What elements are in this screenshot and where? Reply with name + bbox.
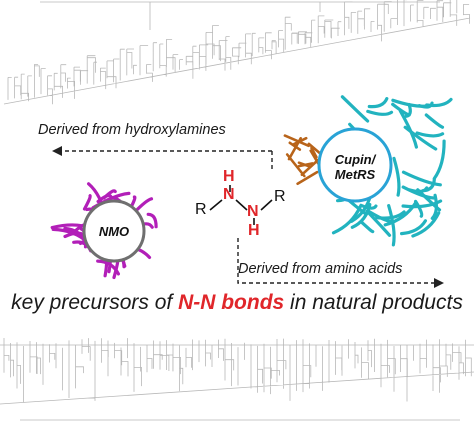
hydroxylamines-label: Derived from hydroxylamines xyxy=(38,122,226,138)
headline-prefix: key precursors of xyxy=(11,291,179,314)
bottom-phylogenetic-tree-icon xyxy=(0,338,474,421)
nmo-protein-icon xyxy=(50,182,158,280)
r-group-right: R xyxy=(274,188,286,205)
headline-highlight: N-N bonds xyxy=(178,291,285,314)
arrowhead-right-icon xyxy=(434,278,444,288)
hydrazine-bonds xyxy=(209,185,273,225)
top-phylogenetic-tree-icon xyxy=(3,0,471,105)
hydrogen-top: H xyxy=(223,168,235,185)
headline-suffix: in natural products xyxy=(284,291,463,314)
amino-acid-arrow xyxy=(237,238,436,284)
r-group-left: R xyxy=(195,201,207,218)
metrs-label-line: MetRS xyxy=(334,167,376,182)
headline: key precursors of N-N bonds in natural p… xyxy=(0,291,474,315)
amino-acids-label: Derived from amino acids xyxy=(238,261,403,277)
cupin-metrs-label: Cupin/ MetRS xyxy=(323,152,387,182)
arrowhead-left-icon xyxy=(52,146,62,156)
cupin-label-line: Cupin/ xyxy=(334,152,376,167)
hydrogen-bottom: H xyxy=(248,222,260,239)
nitrogen-2: N xyxy=(247,203,259,220)
nitrogen-1: N xyxy=(223,186,235,203)
nmo-label: NMO xyxy=(98,224,130,239)
cupin-metrs-protein-icon xyxy=(283,95,453,247)
